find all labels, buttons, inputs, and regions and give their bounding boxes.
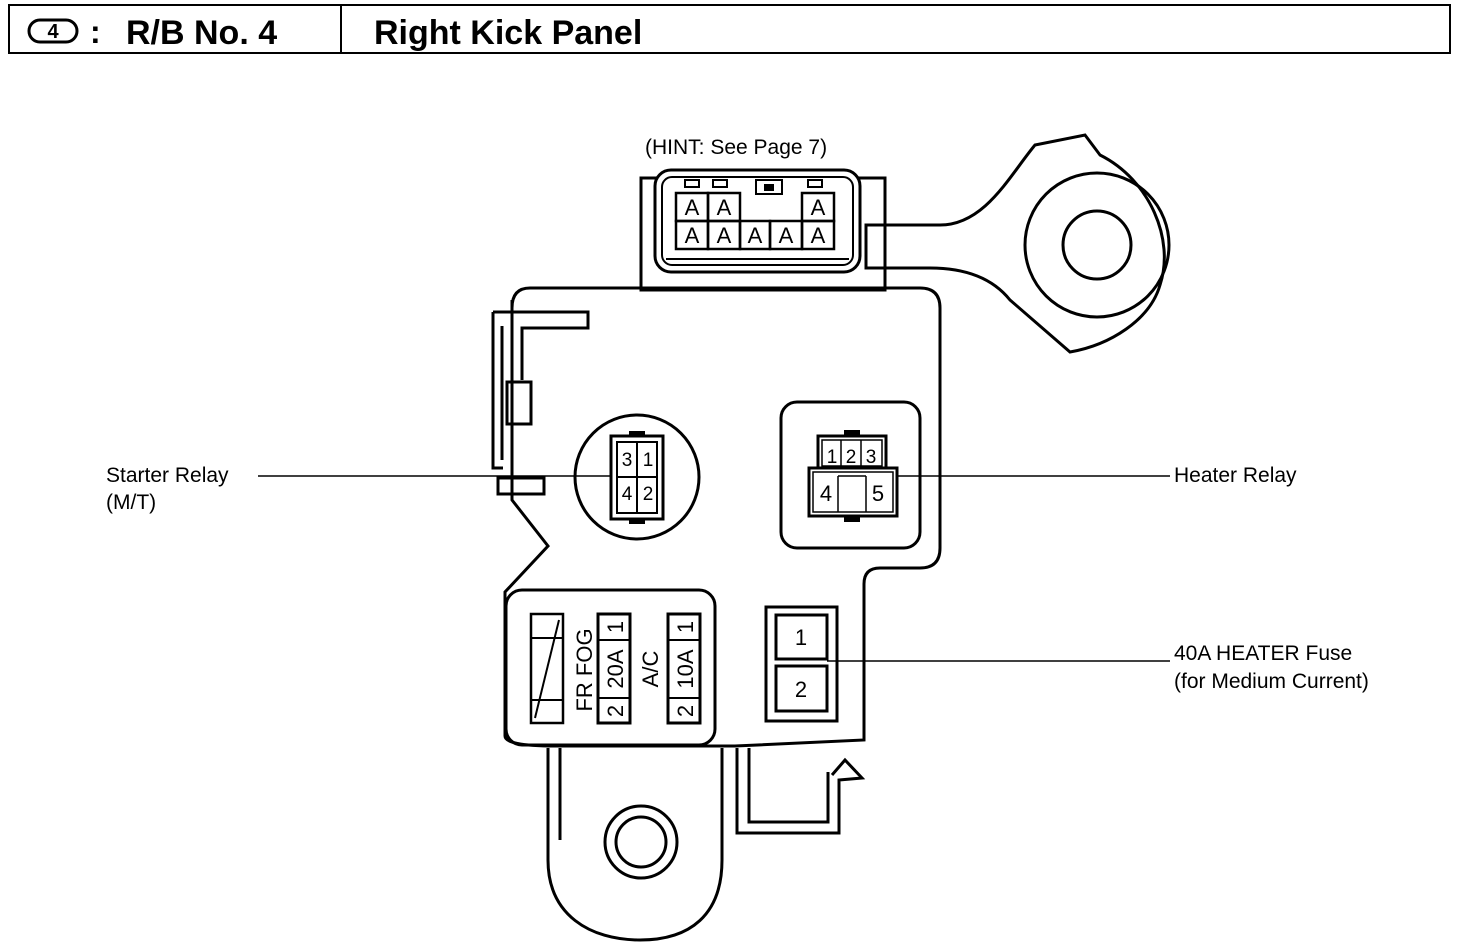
top-connector: A A A A A A A A [639,168,887,292]
heater-fuse: 1 2 [764,605,839,723]
ac-label: A/C [638,651,663,688]
heater-relay: 1 2 3 4 5 [779,400,922,550]
connector-pin-label: A [748,223,763,248]
heater-relay-pin: 2 [846,447,857,468]
starter-relay-sublabel: (M/T) [106,491,156,514]
connector-pin-label: A [779,223,794,248]
heater-relay-pin: 3 [866,447,877,468]
right-mounting-bracket [864,133,1171,354]
header: 4 : R/B No. 4 Right Kick Panel [8,4,1451,54]
connector-pin-label: A [685,195,700,220]
hint-text: (HINT: See Page 7) [645,136,827,159]
connector-pin-label: A [811,223,826,248]
heater-relay-pin: 5 [872,481,884,506]
ac-terminal-1: 1 [673,621,698,633]
starter-relay-pin: 3 [622,450,633,471]
connector-pin-label: A [717,223,732,248]
starter-relay-pin: 1 [643,450,654,471]
fr-fog-terminal-1: 1 [603,621,628,633]
heater-fuse-pin: 1 [795,625,807,650]
section-number-badge: 4 [27,18,79,44]
header-colon: : [90,14,101,50]
heater-fuse-pin: 2 [795,677,807,702]
starter-relay-label: Starter Relay [106,464,229,487]
ac-fuse: 1 10A 2 [666,612,702,725]
fr-fog-label: FR FOG [572,628,597,711]
bottom-hook [735,748,866,835]
connector-pin-label: A [811,195,826,220]
starter-relay-pin: 4 [622,484,633,505]
fr-fog-terminal-2: 2 [603,705,628,717]
fr-fog-rating: 20A [603,649,628,688]
connector-pin-label: A [717,195,732,220]
bottom-mounting-tab [546,748,724,942]
fuse-puller [529,612,565,725]
section-number: 4 [47,21,59,43]
fr-fog-fuse: 1 20A 2 [596,612,632,725]
starter-relay: 3 1 4 2 [573,413,701,541]
heater-relay-pin: 1 [827,447,838,468]
connector-pin-label: A [685,223,700,248]
relay-block-body [503,286,942,748]
ac-rating: 10A [673,649,698,688]
starter-relay-pin: 2 [643,484,654,505]
left-clip [491,310,590,496]
heater-fuse-sublabel: (for Medium Current) [1174,670,1369,693]
ac-terminal-2: 2 [673,705,698,717]
heater-relay-pin: 4 [820,481,832,506]
heater-relay-label: Heater Relay [1174,464,1297,487]
block-name: R/B No. 4 [126,14,277,52]
location-title: Right Kick Panel [374,14,642,52]
heater-fuse-label: 40A HEATER Fuse [1174,642,1352,665]
fuse-block: 1 20A 2 FR FOG 1 10A 2 A/C [504,588,717,747]
